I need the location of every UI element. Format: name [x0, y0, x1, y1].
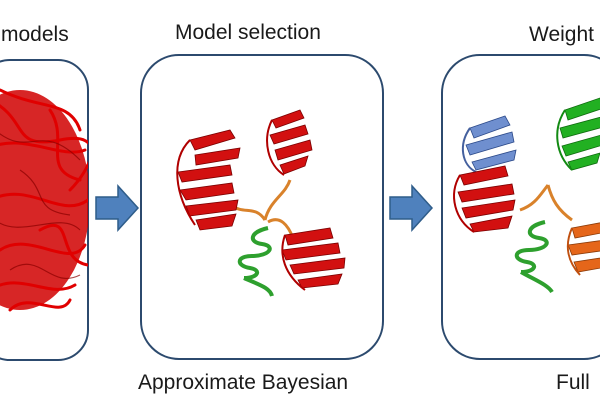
protein-structure-selected-icon [176, 109, 346, 297]
stage-3-caption: Full [556, 371, 590, 394]
stage-2-caption: Approximate Bayesian [138, 371, 349, 394]
right-arrow-icon [95, 184, 140, 232]
stage-1-title: models [1, 23, 69, 46]
stage-3-panel [441, 54, 600, 360]
protein-ensemble-icon [0, 88, 88, 312]
right-arrow-icon [389, 184, 434, 232]
stage-2-title: Model selection [175, 21, 321, 44]
protein-structure-weighted-icon [453, 97, 600, 294]
stage-3-title: Weight [529, 23, 594, 46]
stage-2-panel [140, 54, 384, 360]
